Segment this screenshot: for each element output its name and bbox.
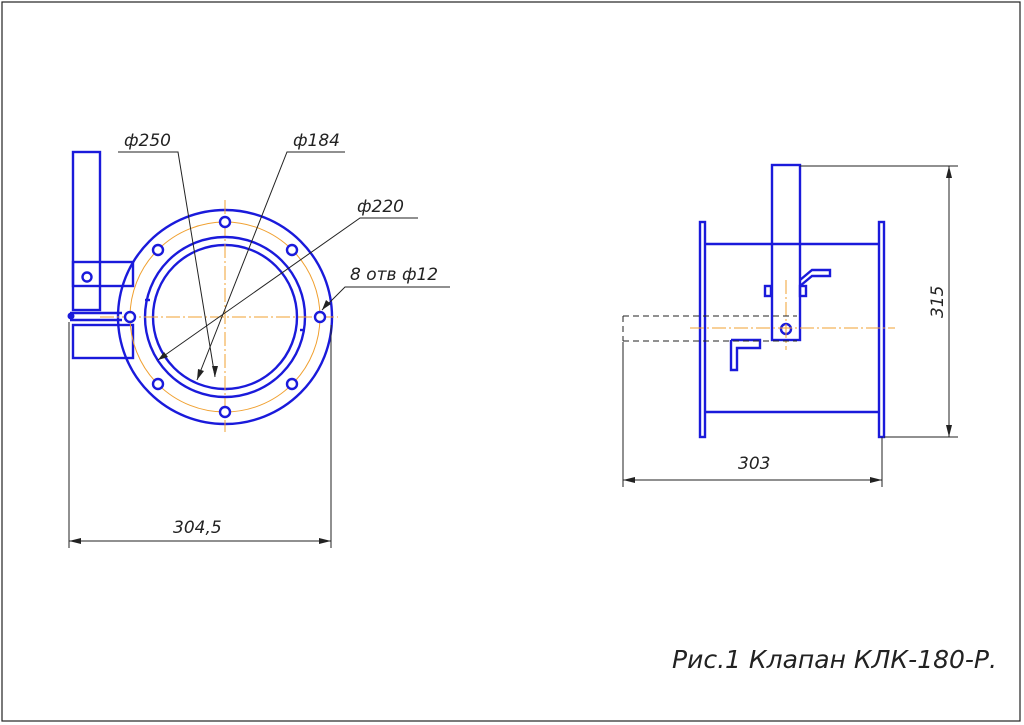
flange-left (698, 220, 707, 439)
dim-outer-diameter-label: ф250 (124, 131, 171, 151)
stop-bracket-lower (729, 338, 762, 372)
dim-bore-diameter-label: ф184 (293, 131, 340, 151)
stop-bracket-upper (799, 268, 832, 287)
drawing-caption: Рис.1 Клапан КЛК-180-Р. (672, 645, 997, 674)
shaft-end (67, 312, 75, 320)
dim-holes-label: 8 отв ф12 (350, 265, 438, 285)
lever-pin (81, 271, 93, 283)
bolt-hole (285, 243, 299, 257)
leader-bolt-circle (157, 217, 418, 361)
side-view: 303 315 (622, 163, 958, 487)
bolt-hole (218, 405, 232, 419)
lever-bar (71, 150, 102, 312)
bolt-nut (798, 284, 808, 298)
arrow (946, 425, 952, 437)
dim-bolt-circle-label: ф220 (357, 197, 404, 217)
lever-bracket (770, 163, 802, 342)
arrow (946, 166, 952, 178)
bolt-hole (123, 310, 137, 324)
leader-bore-diameter (196, 151, 345, 381)
front-view: ф250 ф184 ф220 8 отв ф12 304,5 (67, 131, 450, 548)
bolt-hole (285, 377, 299, 391)
leader-outer-diameter (118, 151, 216, 378)
bolt-hole (313, 310, 327, 324)
leader-holes (321, 286, 450, 311)
arrow (197, 369, 204, 380)
arrow (870, 477, 882, 483)
dim-overall-width-label: 304,5 (173, 518, 222, 538)
lever-plate-upper (71, 260, 135, 288)
arrow (319, 538, 331, 544)
arrow (158, 352, 168, 360)
bolt-hole (218, 215, 232, 229)
bolt-hole (151, 243, 165, 257)
arrow (212, 366, 218, 377)
bolt-hole (151, 377, 165, 391)
dim-height-label: 315 (928, 286, 948, 318)
arrow (623, 477, 635, 483)
arrow (69, 538, 81, 544)
bolt-head (763, 284, 773, 298)
arrow (322, 300, 331, 310)
dim-length-label: 303 (738, 454, 770, 474)
